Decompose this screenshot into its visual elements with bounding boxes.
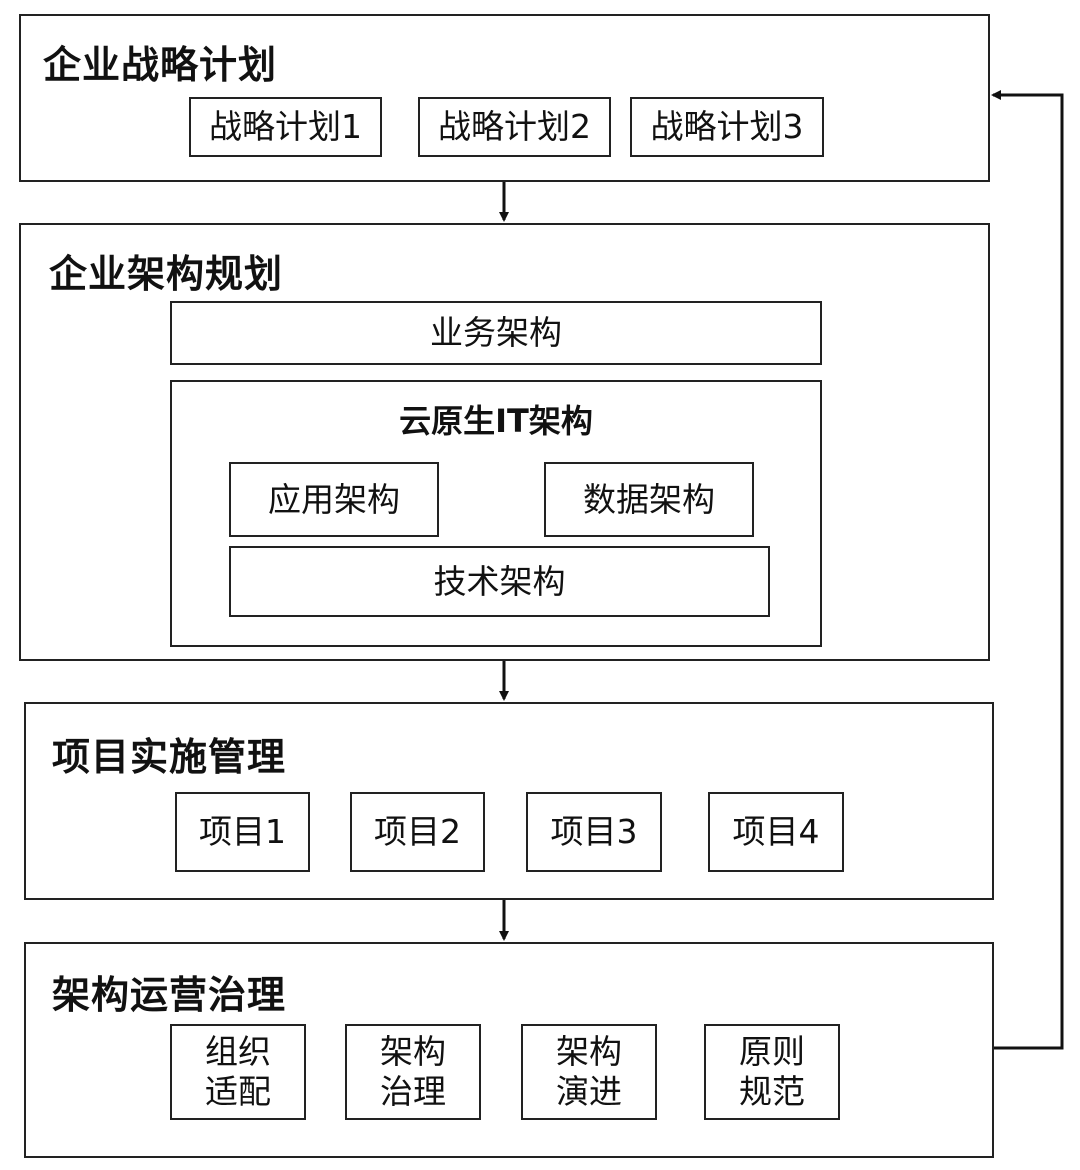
governance-architecture-governance: 架构 治理 (345, 1024, 481, 1120)
project-management-title: 项目实施管理 (52, 735, 287, 779)
application-architecture: 应用架构 (229, 462, 439, 537)
project-4: 项目4 (708, 792, 844, 872)
technical-architecture: 技术架构 (229, 546, 770, 617)
governance-architecture-evolution: 架构 演进 (521, 1024, 657, 1120)
strategy-plan-2: 战略计划2 (418, 97, 611, 157)
strategy-section-title: 企业战略计划 (43, 43, 278, 87)
architecture-planning-section: 企业架构规划 业务架构 云原生IT架构 应用架构 数据架构 技术架构 (19, 223, 990, 661)
cloud-native-it-title: 云原生IT架构 (399, 402, 593, 440)
strategy-plan-1: 战略计划1 (189, 97, 382, 157)
governance-organization-fit: 组织 适配 (170, 1024, 306, 1120)
architecture-governance-title: 架构运营治理 (52, 973, 287, 1017)
data-architecture: 数据架构 (544, 462, 754, 537)
strategy-section: 企业战略计划 战略计划1 战略计划2 战略计划3 (19, 14, 990, 182)
project-1: 项目1 (175, 792, 310, 872)
project-2: 项目2 (350, 792, 485, 872)
governance-principles-standards: 原则 规范 (704, 1024, 840, 1120)
cloud-native-it-architecture: 云原生IT架构 应用架构 数据架构 技术架构 (170, 380, 822, 647)
architecture-governance-section: 架构运营治理 组织 适配 架构 治理 架构 演进 原则 规范 (24, 942, 994, 1158)
business-architecture: 业务架构 (170, 301, 822, 365)
architecture-planning-title: 企业架构规划 (49, 252, 284, 296)
project-management-section: 项目实施管理 项目1 项目2 项目3 项目4 (24, 702, 994, 900)
strategy-plan-3: 战略计划3 (630, 97, 824, 157)
project-3: 项目3 (526, 792, 662, 872)
arrow-feedback-loop (991, 90, 1064, 1050)
